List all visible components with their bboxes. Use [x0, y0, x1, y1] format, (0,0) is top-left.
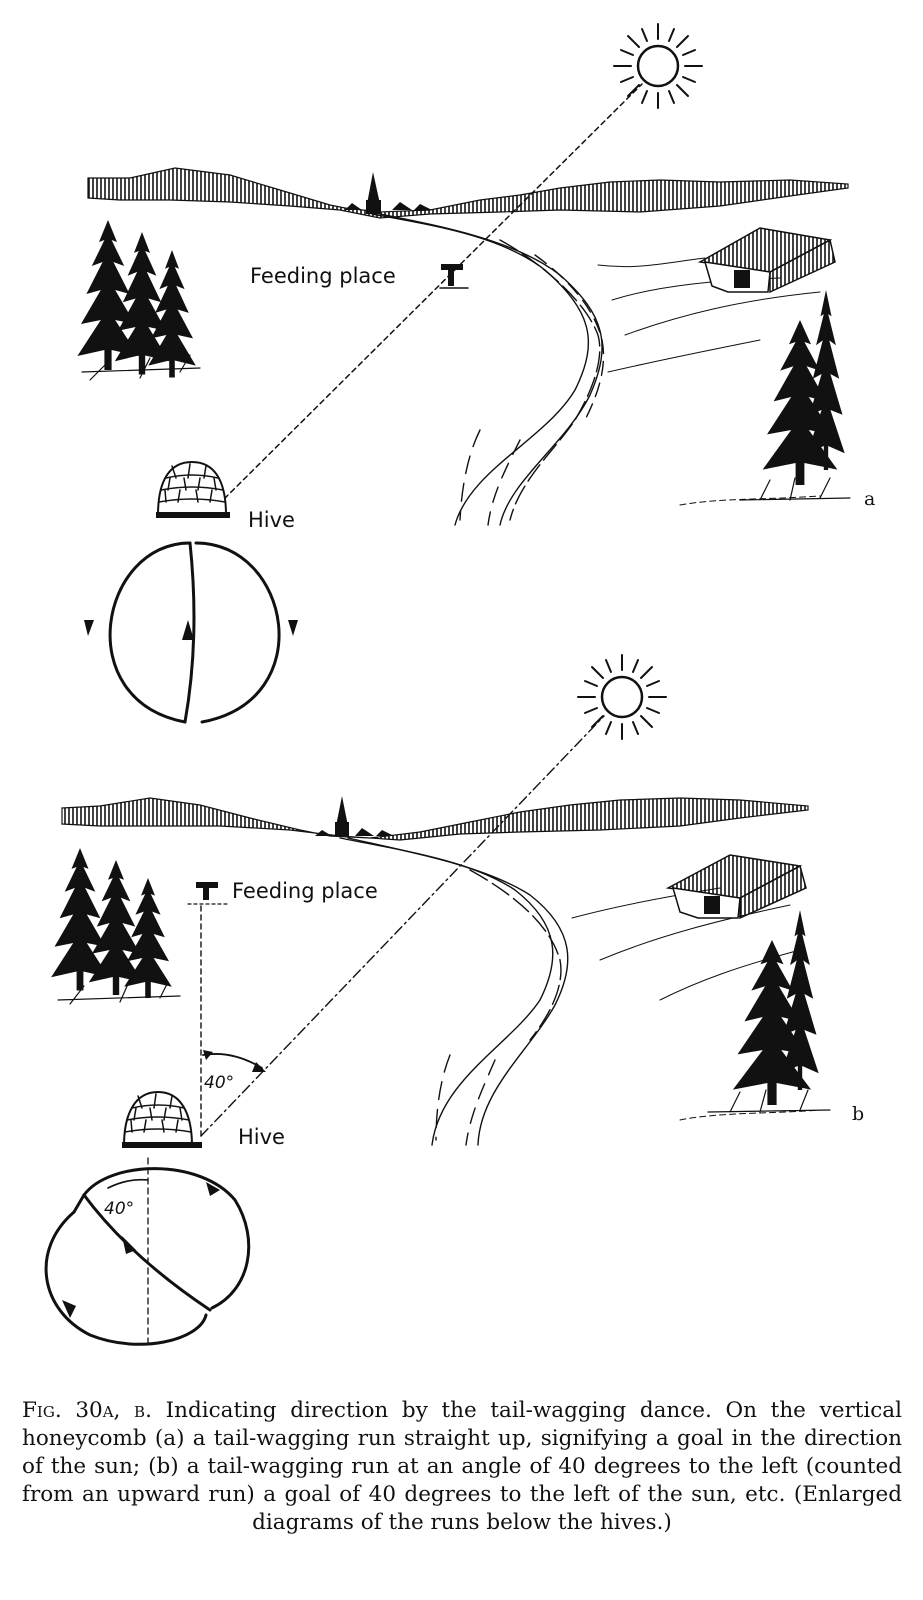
- hive-label: Hive: [248, 508, 295, 532]
- feeding-place-label: Feeding place: [232, 879, 378, 903]
- figure-number: Fig. 30a, b.: [22, 1397, 152, 1423]
- panel-b: Feeding place 40° Hive b: [44, 654, 864, 1346]
- horizon-hills: [61, 797, 809, 841]
- barn-icon: [665, 854, 807, 920]
- arrow-icon: [84, 620, 298, 640]
- fir-tree-icon: [739, 290, 851, 501]
- barn-icon: [697, 227, 836, 294]
- angle-arc: [107, 1178, 149, 1189]
- horizon-hills: [87, 167, 849, 219]
- road: [371, 213, 605, 526]
- sun-direction-line: [200, 715, 605, 1137]
- fir-tree-icon: [51, 848, 181, 1005]
- fir-tree-icon: [707, 910, 831, 1113]
- angle-label: 40°: [204, 1073, 234, 1093]
- arrow-icon: [203, 1050, 213, 1060]
- road: [339, 837, 569, 1146]
- feeding-place-label: Feeding place: [250, 264, 396, 288]
- hive-label: Hive: [238, 1125, 285, 1149]
- illustration: Feeding place Hive a: [44, 23, 875, 1346]
- church-icon: [345, 172, 432, 214]
- sun-direction-line: [217, 83, 643, 506]
- sun-icon: [577, 654, 667, 740]
- feeding-table-icon: [196, 882, 218, 900]
- fir-tree-icon: [77, 220, 201, 381]
- sun-icon: [613, 23, 703, 109]
- angle-arc: [202, 1053, 263, 1069]
- arrow-icon: [62, 1182, 220, 1318]
- figure-caption: Fig. 30a, b. Indicating direction by the…: [22, 1397, 902, 1537]
- caption-text: Indicating direction by the tail-wagging…: [22, 1397, 902, 1535]
- panel-letter-a: a: [864, 488, 875, 510]
- panel-a: Feeding place Hive a: [77, 23, 875, 724]
- beehive-icon: [156, 460, 230, 518]
- beehive-icon: [122, 1090, 202, 1148]
- feeding-table-icon: [439, 264, 469, 289]
- arrow-icon: [252, 1062, 266, 1072]
- church-icon: [315, 796, 394, 836]
- panel-letter-b: b: [852, 1103, 864, 1125]
- dance-angle-label: 40°: [104, 1199, 134, 1219]
- dance-diagram-a: [108, 541, 281, 724]
